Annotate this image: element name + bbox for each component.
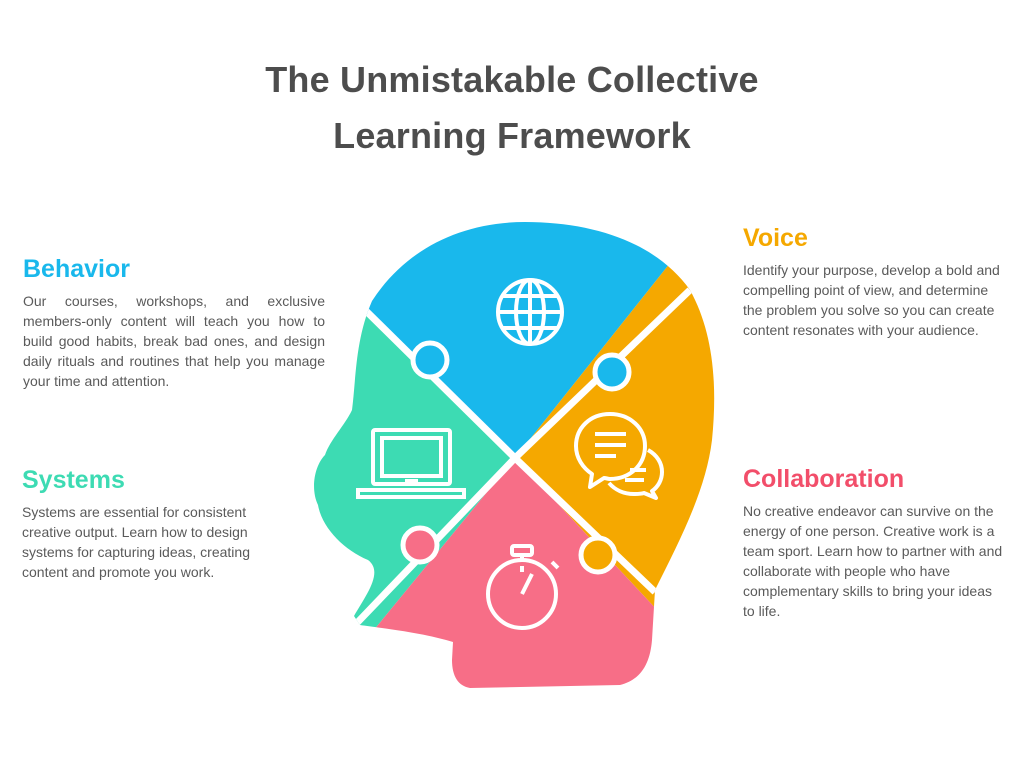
behavior-heading: Behavior (23, 255, 130, 283)
chat-bubbles-icon (574, 412, 664, 500)
behavior-description: Our courses, workshops, and exclusive me… (23, 293, 325, 389)
puzzle-knob-systems (400, 525, 440, 565)
systems-heading: Systems (22, 466, 125, 494)
page-title: The Unmistakable Collective Learning Fra… (0, 52, 1024, 164)
behavior-section: Behavior Our courses, workshops, and exc… (23, 254, 325, 391)
systems-description: Systems are essential for consistent cre… (22, 504, 250, 580)
voice-section: Voice Identify your purpose, develop a b… (743, 223, 1005, 340)
voice-heading: Voice (743, 224, 808, 252)
globe-icon (496, 278, 564, 346)
voice-description: Identify your purpose, develop a bold an… (743, 262, 1000, 338)
systems-section: Systems Systems are essential for consis… (22, 465, 282, 582)
title-line-1: The Unmistakable Collective (265, 59, 759, 100)
collaboration-description: No creative endeavor can survive on the … (743, 503, 1003, 619)
puzzle-knob-voice (592, 352, 632, 392)
collaboration-section: Collaboration No creative endeavor can s… (743, 464, 1005, 621)
title-line-2: Learning Framework (333, 115, 691, 156)
puzzle-knob-behavior (410, 340, 450, 380)
puzzle-knob-collab (578, 535, 618, 575)
collaboration-heading: Collaboration (743, 465, 905, 493)
stopwatch-icon (486, 544, 560, 630)
laptop-icon (356, 428, 466, 499)
